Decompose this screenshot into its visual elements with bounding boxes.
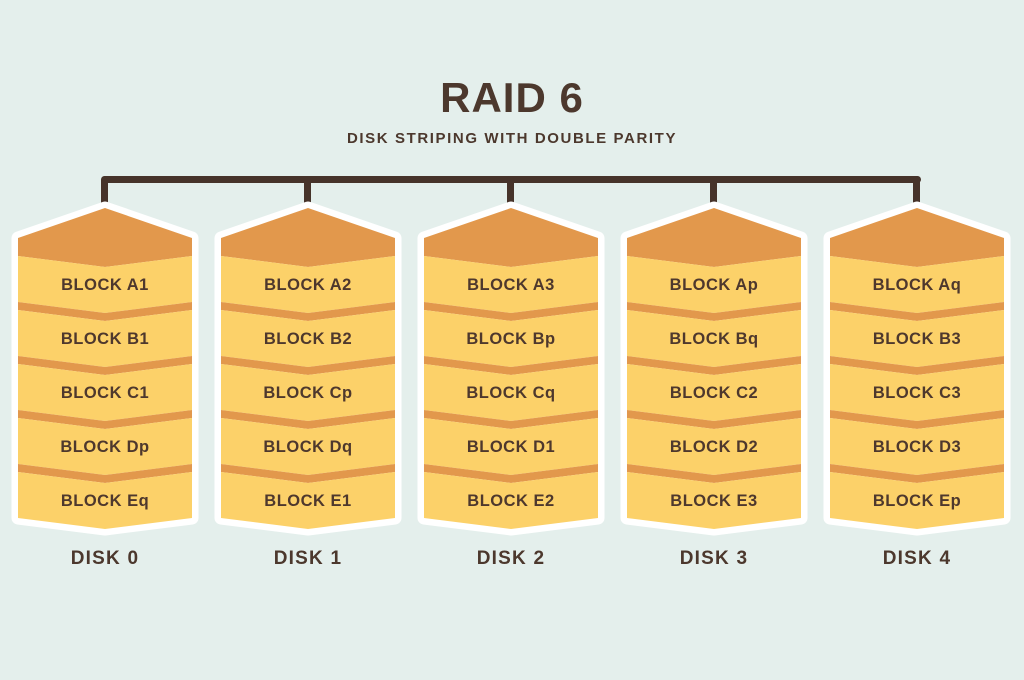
band-separator: [830, 464, 1004, 483]
disk-band: [221, 418, 395, 475]
block-label: BLOCK Dp: [60, 438, 149, 456]
block-label: BLOCK Bp: [466, 330, 555, 348]
band-separator: [18, 410, 192, 429]
disk-band: [18, 472, 192, 529]
disk-band: [221, 310, 395, 367]
band-separator: [424, 410, 598, 429]
band-separator: [424, 302, 598, 321]
disk-band: [18, 310, 192, 367]
disk-band: [830, 364, 1004, 421]
block-label: BLOCK D2: [670, 438, 758, 456]
block-label: BLOCK E3: [670, 492, 757, 510]
disk-cap: [424, 208, 598, 267]
band-separator: [627, 410, 801, 429]
block-label: BLOCK Bq: [669, 330, 758, 348]
disk-band: [424, 472, 598, 529]
band-separator: [18, 302, 192, 321]
disk-band: [424, 256, 598, 313]
band-separator: [424, 356, 598, 375]
disk-cap: [18, 208, 192, 267]
block-label: BLOCK A1: [61, 276, 149, 294]
disk-band: [830, 472, 1004, 529]
band-separator: [18, 356, 192, 375]
disk-band: [18, 418, 192, 475]
disk-2-label: DISK 2: [476, 548, 546, 569]
block-label: BLOCK D1: [467, 438, 555, 456]
block-label: BLOCK E2: [467, 492, 554, 510]
disk-0-label: DISK 0: [70, 548, 140, 569]
band-separator: [830, 356, 1004, 375]
block-label: BLOCK E1: [264, 492, 351, 510]
block-label: BLOCK B1: [61, 330, 149, 348]
disk-band: [830, 256, 1004, 313]
block-label: BLOCK Ep: [873, 492, 961, 510]
disk-3-stack: BLOCK Ap BLOCK Bq BLOCK C2 BLOCK D2 BLOC…: [620, 201, 808, 536]
disk-band: [627, 472, 801, 529]
page-title: RAID 6: [440, 74, 584, 121]
page-subtitle: DISK STRIPING WITH DOUBLE PARITY: [346, 130, 678, 147]
band-separator: [627, 464, 801, 483]
disk-2-stack: BLOCK A3 BLOCK Bp BLOCK Cq BLOCK D1 BLOC…: [417, 201, 605, 536]
disk-labels-row: DISK 0 DISK 1 DISK 2 DISK 3 DISK 4: [10, 548, 1012, 570]
disk-band: [424, 364, 598, 421]
band-separator: [221, 302, 395, 321]
disk-band: [18, 364, 192, 421]
disk-band: [424, 310, 598, 367]
band-separator: [221, 410, 395, 429]
disk-1-label: DISK 1: [273, 548, 343, 569]
disk-band: [627, 256, 801, 313]
block-label: BLOCK Cq: [466, 384, 555, 402]
disk-cap: [627, 208, 801, 267]
disk-band: [627, 418, 801, 475]
disk-band: [221, 364, 395, 421]
disk-4-stack: BLOCK Aq BLOCK B3 BLOCK C3 BLOCK D3 BLOC…: [823, 201, 1011, 536]
block-label: BLOCK Ap: [670, 276, 759, 294]
block-label: BLOCK C3: [873, 384, 961, 402]
disk-band: [627, 364, 801, 421]
disk-cap: [221, 208, 395, 267]
band-separator: [627, 302, 801, 321]
block-label: BLOCK B3: [873, 330, 961, 348]
block-label: BLOCK A3: [467, 276, 555, 294]
disk-band: [221, 256, 395, 313]
block-label: BLOCK Eq: [61, 492, 149, 510]
block-label: BLOCK Aq: [873, 276, 962, 294]
disk-3-label: DISK 3: [679, 548, 749, 569]
disk-band: [830, 418, 1004, 475]
disk-4-label: DISK 4: [882, 548, 952, 569]
band-separator: [18, 464, 192, 483]
block-label: BLOCK D3: [873, 438, 961, 456]
disk-band: [830, 310, 1004, 367]
block-label: BLOCK C1: [61, 384, 149, 402]
block-label: BLOCK C2: [670, 384, 758, 402]
band-separator: [830, 410, 1004, 429]
disk-stacks-row: BLOCK A1 BLOCK B1 BLOCK C1 BLOCK Dp BLOC…: [10, 196, 1012, 541]
band-separator: [627, 356, 801, 375]
disk-band: [424, 418, 598, 475]
block-label: BLOCK A2: [264, 276, 352, 294]
band-separator: [221, 464, 395, 483]
disk-1-stack: BLOCK A2 BLOCK B2 BLOCK Cp BLOCK Dq BLOC…: [214, 201, 402, 536]
band-separator: [830, 302, 1004, 321]
disk-band: [627, 310, 801, 367]
disk-cap: [830, 208, 1004, 267]
block-label: BLOCK B2: [264, 330, 352, 348]
block-label: BLOCK Cp: [263, 384, 352, 402]
disk-band: [18, 256, 192, 313]
band-separator: [221, 356, 395, 375]
disk-band: [221, 472, 395, 529]
band-separator: [424, 464, 598, 483]
block-label: BLOCK Dq: [263, 438, 352, 456]
disk-0-stack: BLOCK A1 BLOCK B1 BLOCK C1 BLOCK Dp BLOC…: [11, 201, 199, 536]
